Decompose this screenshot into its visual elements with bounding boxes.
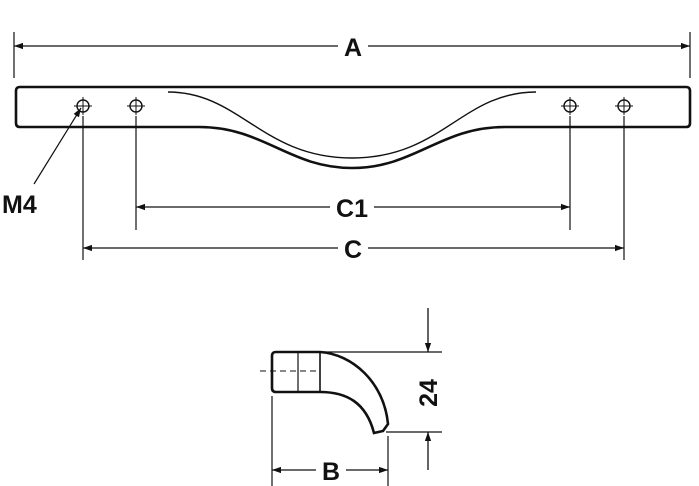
label-c: C	[344, 236, 362, 264]
label-a: A	[344, 34, 362, 62]
profile-outline	[270, 350, 390, 435]
label-height: 24	[415, 379, 443, 407]
mounting-hole-2	[127, 97, 145, 115]
side-view: 24 B	[260, 308, 443, 486]
label-c1: C1	[336, 195, 368, 223]
label-m4: M4	[2, 191, 37, 219]
label-b: B	[322, 458, 340, 486]
handle-inner-curve	[167, 91, 537, 159]
mounting-hole-4	[615, 97, 633, 115]
mounting-hole-1	[74, 97, 92, 115]
mounting-hole-3	[561, 97, 579, 115]
leader-line-m4	[33, 107, 82, 185]
handle-outline	[14, 85, 692, 170]
top-view: A M4	[2, 32, 692, 264]
